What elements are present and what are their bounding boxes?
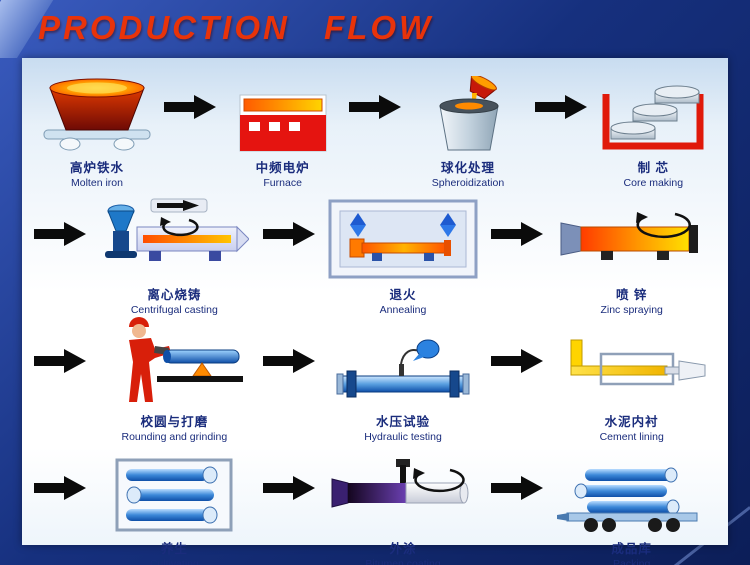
- step-label-en: Annealing: [379, 304, 427, 316]
- spheroidization-icon: [420, 62, 516, 152]
- flow-row-2: 离心烧铸 Centrifugal casting: [32, 189, 718, 316]
- step-label-zh: 水压试验: [376, 415, 431, 429]
- step-label-en: Bitumen coating: [365, 558, 441, 565]
- step-label-en: Hydraulic testing: [364, 431, 442, 443]
- flow-arrow: [162, 62, 218, 152]
- step-hydraulic-testing: 水压试验 Hydraulic testing: [317, 316, 490, 443]
- flow-row-3: 校圆与打磨 Rounding and grinding: [32, 316, 718, 443]
- step-label-zh: 喷 锌: [615, 288, 648, 302]
- step-label-en: Spheroidization: [431, 177, 505, 189]
- flow-arrow: [261, 443, 317, 533]
- step-label-en: Rounding and grinding: [121, 431, 228, 443]
- step-bitumen-coating: 外涂 Bitumen coating: [317, 443, 490, 565]
- step-furnace: 中频电炉 Furnace: [218, 62, 347, 189]
- step-label-en: Cement lining: [599, 431, 664, 443]
- step-label-zh: 高炉铁水: [69, 161, 124, 175]
- molten-iron-icon: [32, 62, 162, 152]
- step-label-zh: 中频电炉: [255, 161, 310, 175]
- core-making-icon: [599, 62, 707, 152]
- step-label-zh: 制 芯: [637, 161, 670, 175]
- cement-lining-icon: [557, 316, 707, 406]
- step-label-zh: 退火: [389, 288, 417, 302]
- annealing-icon: [328, 189, 478, 279]
- flow-arrow: [533, 62, 589, 152]
- step-centrifugal-casting: 离心烧铸 Centrifugal casting: [88, 189, 261, 316]
- flow-arrow: [32, 316, 88, 406]
- flow-arrow: [489, 316, 545, 406]
- step-label-en: Centrifugal casting: [130, 304, 218, 316]
- flow-diagram: 高炉铁水 Molten iron: [22, 58, 728, 565]
- flow-arrow: [32, 189, 88, 279]
- step-core-making: 制 芯 Core making: [589, 62, 718, 189]
- step-label-en: Zinc spraying: [600, 304, 663, 316]
- step-label-zh: 养生: [160, 542, 188, 556]
- step-label-zh: 水泥内衬: [604, 415, 659, 429]
- cultivating-icon: [114, 443, 234, 533]
- page-title: PRODUCTION FLOW: [38, 9, 434, 46]
- flow-arrow: [32, 443, 88, 533]
- step-label-en: Cultivating: [149, 558, 199, 565]
- step-label-zh: 校圆与打磨: [140, 415, 209, 429]
- flow-arrow: [489, 189, 545, 279]
- flow-arrow: [261, 189, 317, 279]
- flow-arrow: [489, 443, 545, 533]
- step-cement-lining: 水泥内衬 Cement lining: [545, 316, 718, 443]
- step-spheroidization: 球化处理 Spheroidization: [403, 62, 532, 189]
- step-label-zh: 离心烧铸: [147, 288, 202, 302]
- step-label-en: Packing: [613, 558, 651, 565]
- zinc-spraying-icon: [557, 189, 707, 279]
- step-packing: 成品库 Packing: [545, 443, 718, 565]
- step-label-en: Molten iron: [71, 177, 123, 189]
- step-annealing: 退火 Annealing: [317, 189, 490, 316]
- flow-arrow: [347, 62, 403, 152]
- hydraulic-testing-icon: [333, 316, 473, 406]
- furnace-icon: [239, 62, 327, 152]
- step-label-zh: 外涂: [389, 542, 417, 556]
- flow-row-4: 养生 Cultivating: [32, 443, 718, 565]
- flow-arrow: [261, 316, 317, 406]
- step-rounding-grinding: 校圆与打磨 Rounding and grinding: [88, 316, 261, 443]
- step-label-zh: 球化处理: [440, 161, 495, 175]
- title-banner: PRODUCTION FLOW: [0, 0, 750, 58]
- bitumen-coating-icon: [328, 443, 478, 533]
- step-zinc-spraying: 喷 锌 Zinc spraying: [545, 189, 718, 316]
- step-molten-iron: 高炉铁水 Molten iron: [32, 62, 162, 189]
- step-label-en: Core making: [623, 177, 684, 189]
- step-label-zh: 成品库: [611, 542, 652, 556]
- step-label-en: Furnace: [263, 177, 302, 189]
- centrifugal-casting-icon: [99, 189, 250, 279]
- rounding-grinding-icon: [99, 316, 249, 406]
- packing-icon: [556, 443, 707, 533]
- flow-row-1: 高炉铁水 Molten iron: [32, 62, 718, 189]
- step-cultivating: 养生 Cultivating: [88, 443, 261, 565]
